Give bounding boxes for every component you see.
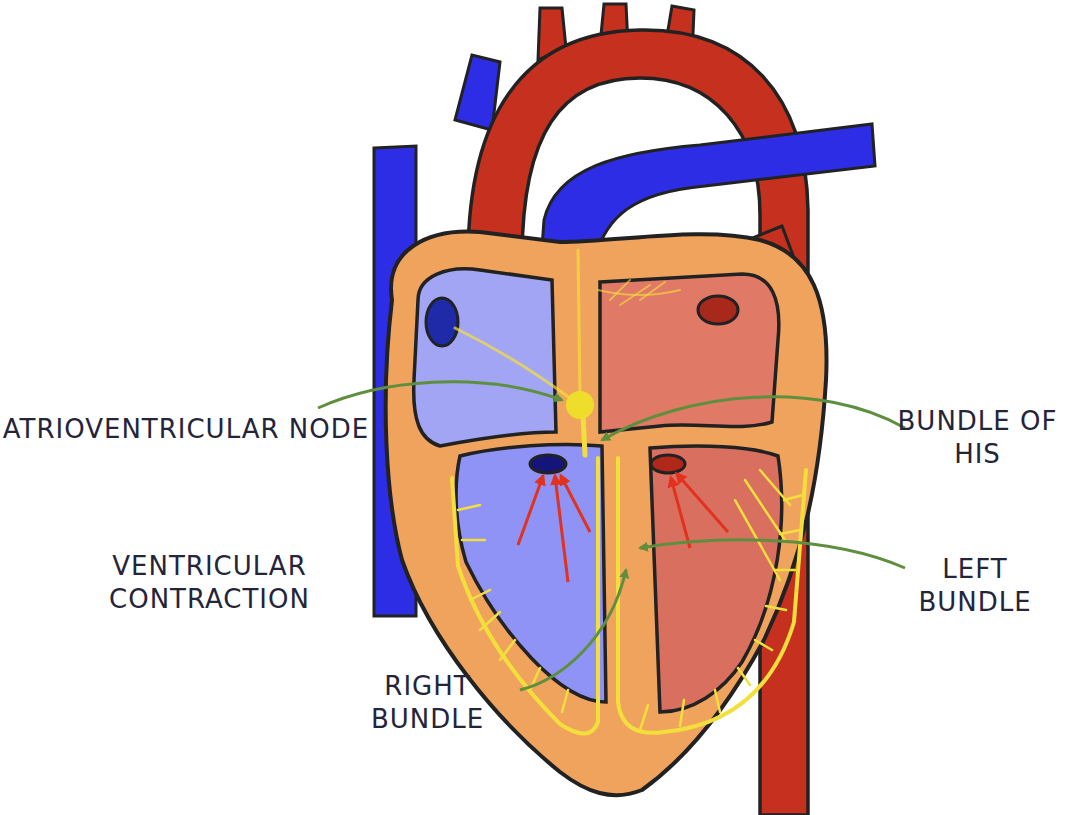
leader-lines bbox=[318, 382, 905, 690]
part-label: RIGHT BUNDLE bbox=[340, 670, 515, 736]
part-label: LEFT BUNDLE bbox=[900, 553, 1050, 619]
left-ventricle bbox=[650, 446, 782, 712]
vessel-opening bbox=[698, 296, 738, 324]
valve bbox=[530, 455, 566, 473]
left-atrium bbox=[600, 274, 779, 432]
part-label: BUNDLE OF HIS bbox=[895, 405, 1060, 471]
right-atrium bbox=[414, 269, 556, 446]
right-ventricle bbox=[456, 444, 606, 702]
part-label: VENTRICULAR CONTRACTION bbox=[72, 550, 347, 616]
conduction-system bbox=[452, 250, 806, 734]
vessel-opening bbox=[426, 298, 458, 346]
valve bbox=[651, 455, 685, 473]
contraction-arrows bbox=[518, 474, 728, 582]
part-label: ATRIOVENTRICULAR NODE bbox=[0, 413, 372, 446]
av-node bbox=[566, 391, 594, 419]
